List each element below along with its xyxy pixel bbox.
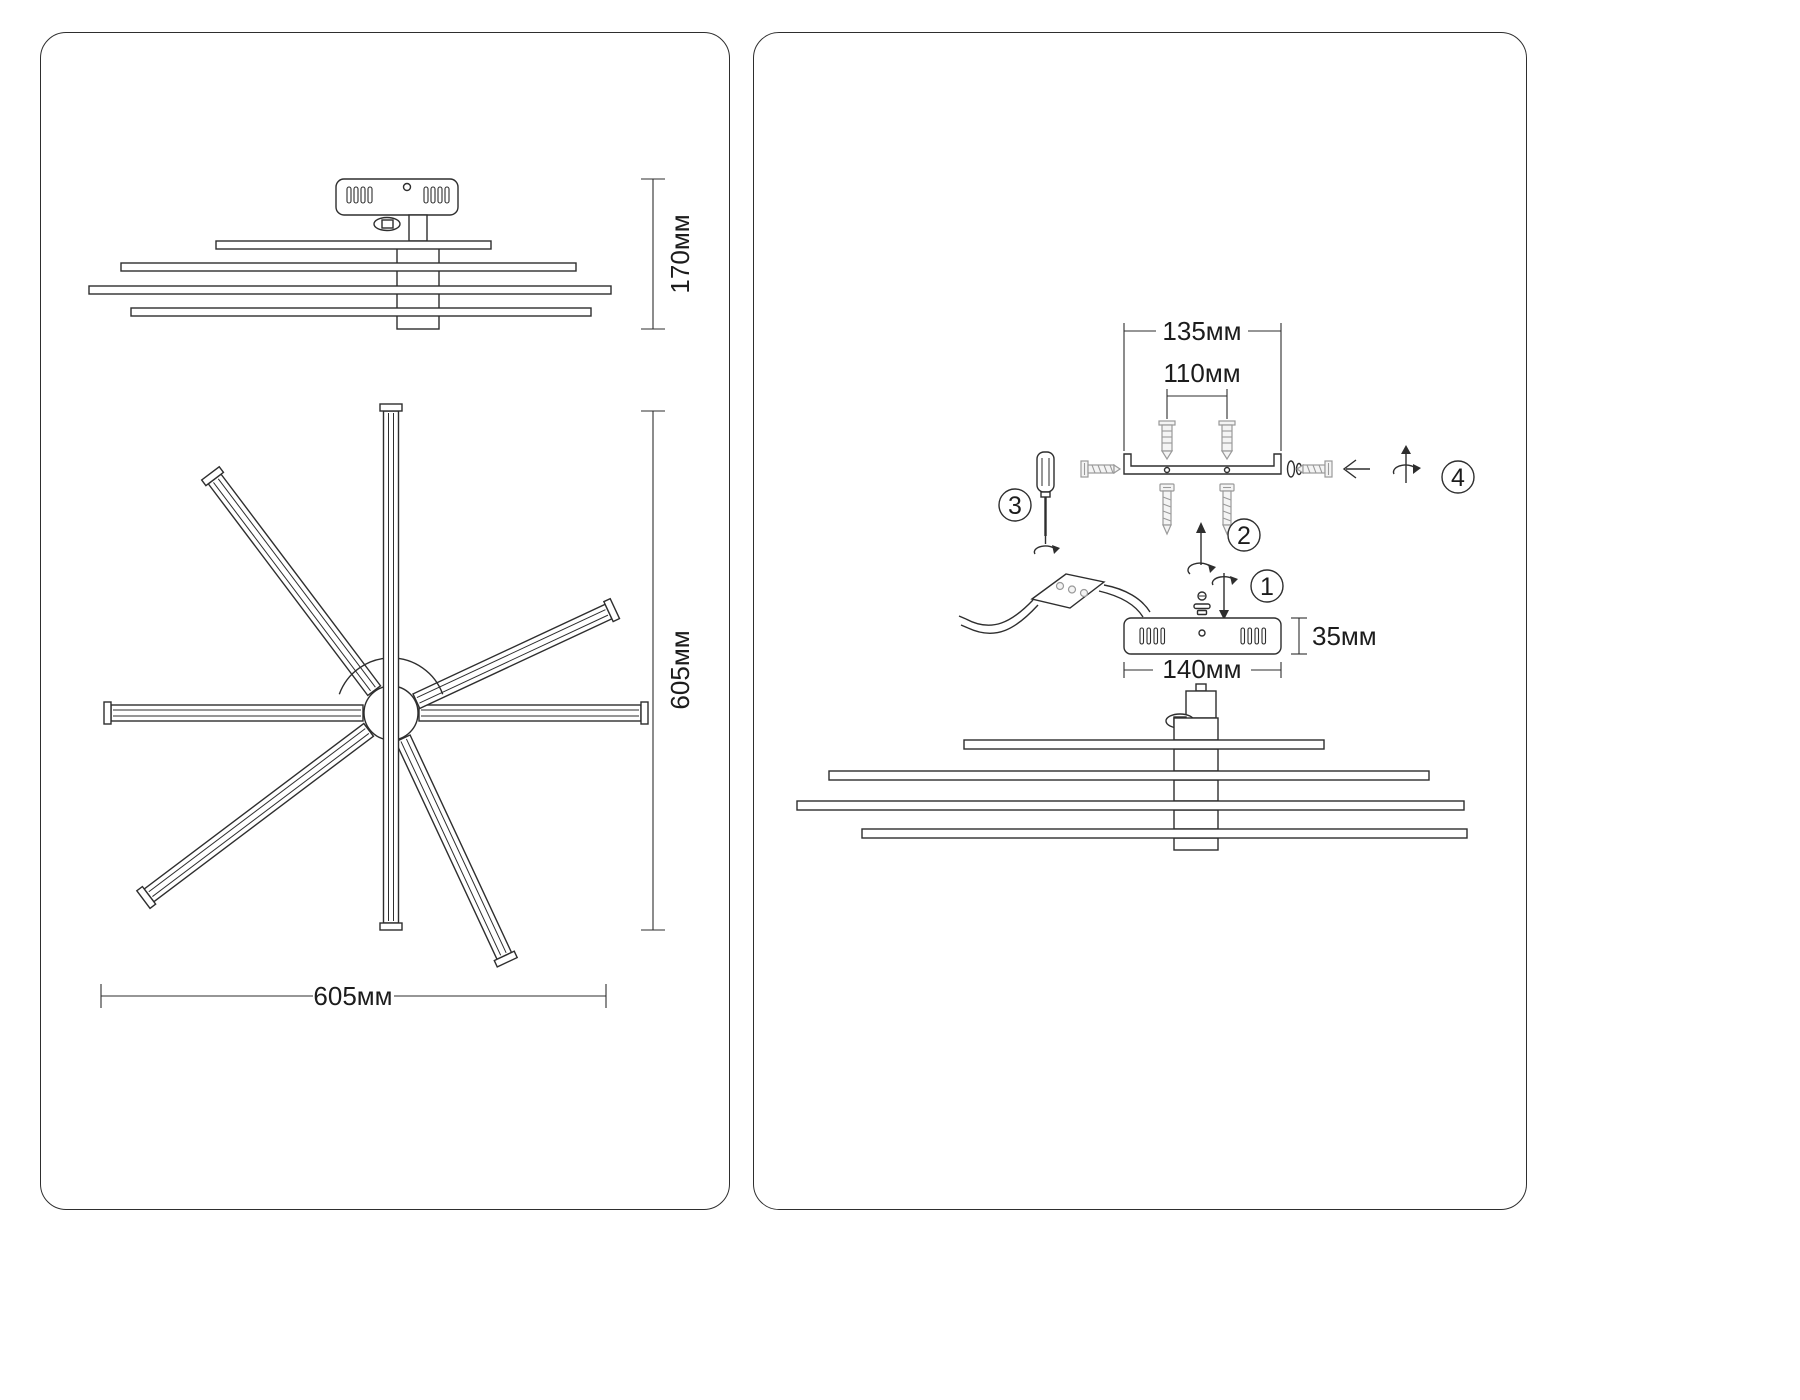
wire-left (958, 599, 1039, 634)
dim-canopy-width-label: 140мм (1162, 654, 1241, 684)
step-3-badge (998, 488, 1032, 522)
mounting-bracket (1123, 453, 1282, 475)
swivel-bolt (381, 219, 394, 229)
step-4-badge (1441, 460, 1475, 494)
bracket-screw-left (1080, 460, 1122, 478)
panel-installation: 135мм 110мм (753, 32, 1527, 1210)
step-4-number: 4 (1451, 464, 1465, 492)
wall-plug-right (1218, 420, 1236, 461)
step-3-number: 3 (1008, 492, 1022, 520)
rotate-arrow-step4-icon (1392, 445, 1421, 483)
stem-nub (1195, 683, 1207, 692)
step-2-number: 2 (1237, 522, 1251, 550)
dim-height-label: 170мм (665, 214, 695, 293)
canopy-screw-stack (1193, 591, 1211, 616)
install-canopy (1123, 617, 1282, 655)
arm-vertical (379, 403, 403, 931)
step-1-badge (1250, 569, 1284, 603)
dim-span-horizontal (100, 984, 607, 1008)
dim-span-vertical-label: 605мм (665, 630, 695, 709)
panel-dimensions: 170мм (40, 32, 730, 1210)
screwdriver-icon (1033, 451, 1060, 555)
arm-left (103, 701, 364, 725)
insert-arrow-icon (1342, 459, 1370, 479)
bracket-screw-right (1295, 460, 1333, 478)
bar-connectors (396, 246, 440, 330)
dim-canopy-height (1291, 617, 1307, 655)
arm-upper-left (200, 465, 382, 697)
arm-lower-left (135, 722, 375, 910)
fixture-top-view (103, 403, 649, 968)
dim-bracket-135 (1123, 323, 1282, 451)
arm-upper-right (412, 597, 621, 710)
light-bars (88, 240, 612, 317)
dim-span-vertical (641, 410, 665, 931)
dim-canopy-height-label: 35мм (1312, 621, 1377, 651)
lift-arrow-step2-icon (1187, 522, 1216, 575)
fixture-side-view (88, 178, 612, 330)
dimension-drawing: 170мм (88, 178, 695, 1011)
terminal-block (1030, 573, 1106, 609)
bar-connectors (1173, 717, 1219, 851)
arm-right (418, 701, 649, 725)
dim-bracket-label: 135мм (1162, 316, 1241, 346)
installation-drawing: 135мм 110мм (796, 316, 1475, 851)
light-bars (796, 739, 1468, 839)
step-1-number: 1 (1260, 573, 1274, 601)
mount-screw-left (1159, 483, 1175, 536)
dim-holes-label: 110мм (1163, 358, 1240, 388)
dim-holes-110 (1166, 389, 1228, 419)
canopy-vents (346, 186, 450, 204)
dim-canopy-width (1123, 662, 1282, 678)
fixture-assembled-side-view (796, 683, 1468, 851)
lower-arrow-step1-icon (1211, 573, 1238, 620)
wall-plug-left (1158, 420, 1176, 461)
stem-block (1185, 690, 1217, 719)
dim-height-170 (641, 178, 665, 330)
canopy-screw-hole (402, 182, 412, 192)
arm-lower-right (394, 734, 519, 968)
dim-span-horizontal-label: 605мм (313, 981, 392, 1011)
stem (408, 214, 428, 242)
step-2-badge (1227, 518, 1261, 552)
wire-right (1098, 584, 1151, 618)
